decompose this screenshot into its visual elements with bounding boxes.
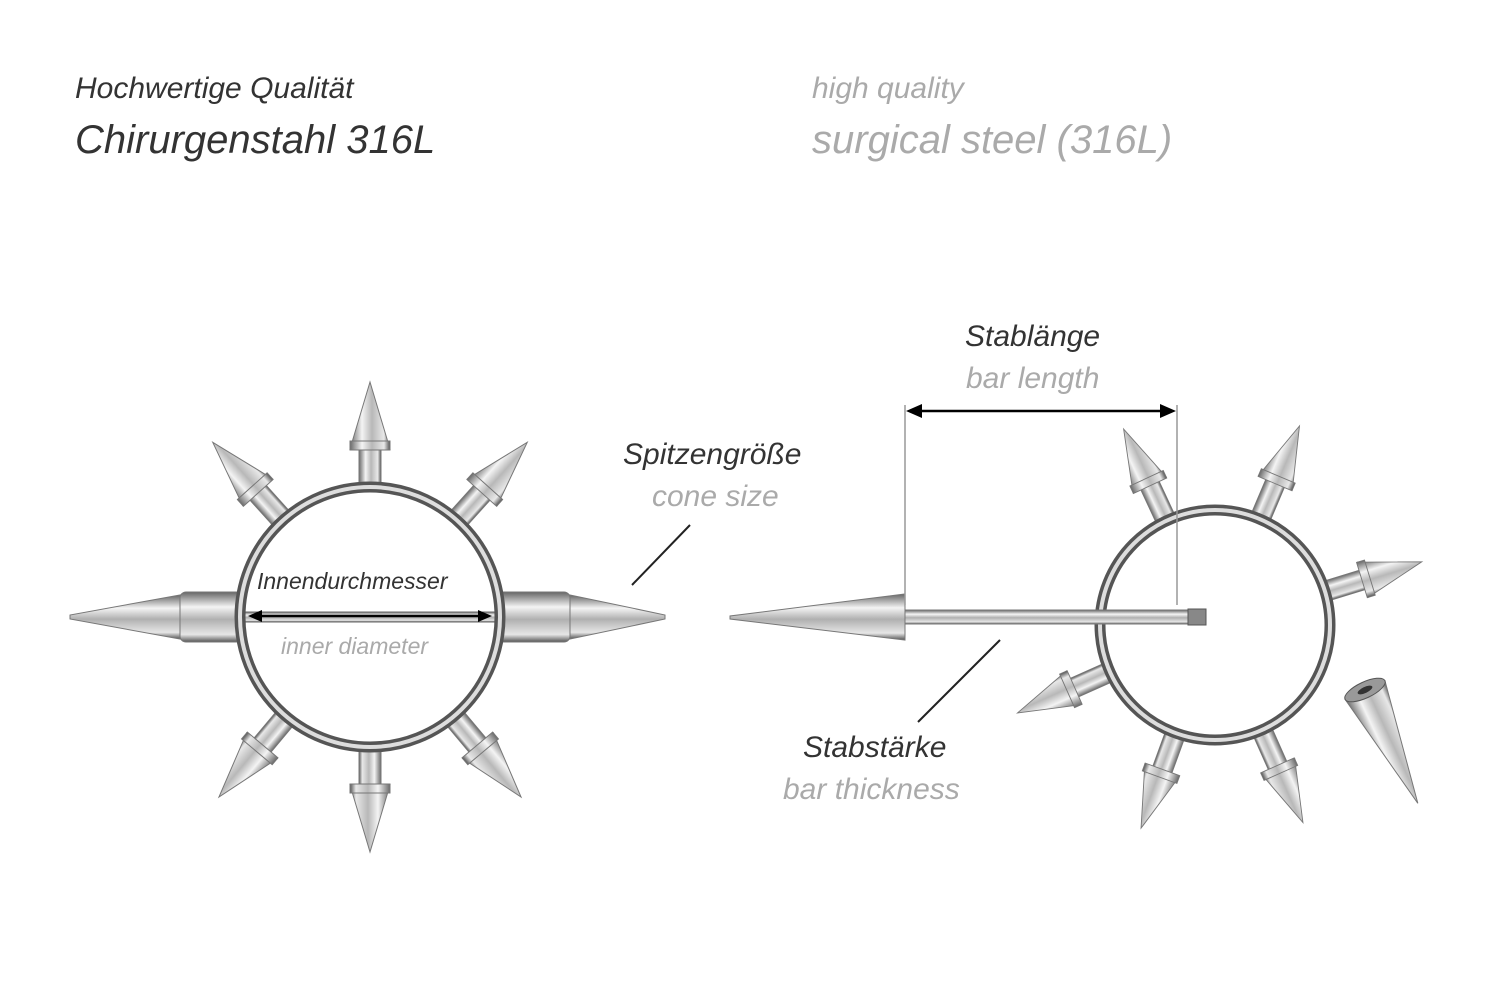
loose-cone [1344,677,1419,804]
bar-thickness-leader [917,639,1001,723]
header-en-line2: surgical steel (316L) [812,118,1173,162]
bar-length-label-en: bar length [966,362,1100,395]
bar-length-dimension [904,405,1178,605]
bar-length-label-de: Stablänge [965,320,1101,353]
header-de-line2: Chirurgenstahl 316L [75,118,436,162]
inner-diameter-label-en: inner diameter [281,633,429,659]
bar-thickness-label-de: Stabstärke [803,731,947,764]
cone-size-leader [631,524,691,586]
header-en-line1: high quality [812,72,964,105]
bar-thickness-label-en: bar thickness [783,773,960,806]
cone-size-label-de: Spitzengröße [623,438,802,471]
right-nipple-shield [1009,418,1428,835]
barbell-with-cone [729,593,1207,641]
cone-size-label-en: cone size [652,480,779,513]
left-nipple-shield [69,381,666,853]
header-de-line1: Hochwertige Qualität [75,72,354,105]
inner-diameter-label-de: Innendurchmesser [257,568,448,594]
